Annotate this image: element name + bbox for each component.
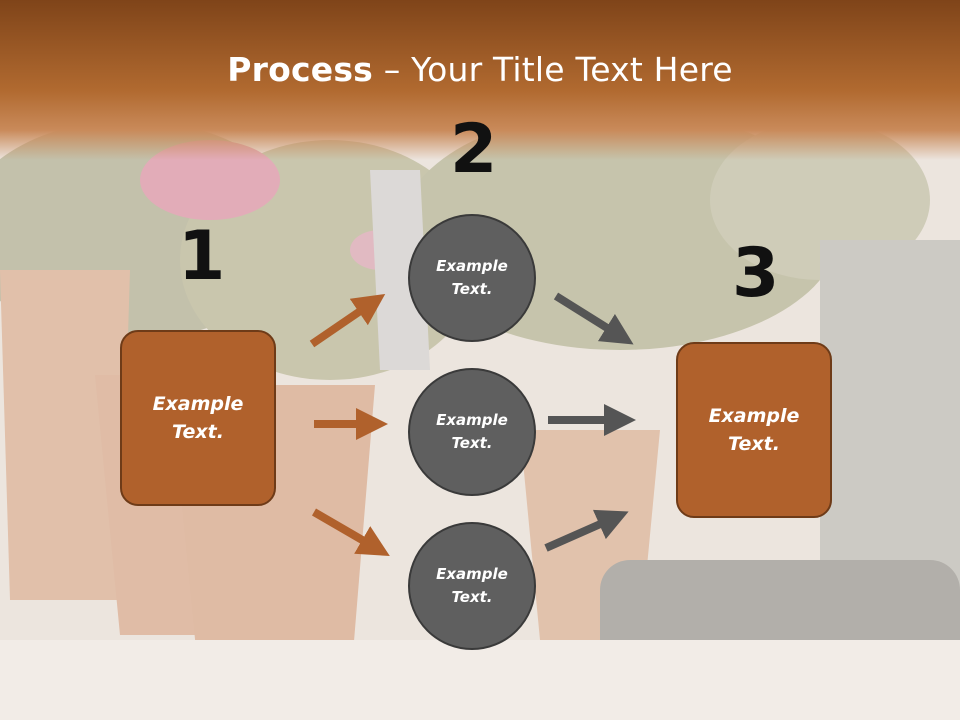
arrow-box-to-circle3 <box>311 508 390 557</box>
left-box-text: Example Text. <box>152 392 244 444</box>
arrow-circle1-to-box <box>553 292 634 345</box>
title-rest: – Your Title Text Here <box>373 50 733 89</box>
circle-2: Example Text. <box>408 368 536 496</box>
circle-1-text: Example Text. <box>436 256 508 298</box>
right-box: Example Text. <box>676 342 832 518</box>
title-bold: Process <box>227 50 374 89</box>
right-box-text: Example Text. <box>708 404 800 456</box>
left-box: Example Text. <box>120 330 276 506</box>
circle-3: Example Text. <box>408 522 536 650</box>
step-number-3: 3 <box>732 234 780 313</box>
slide-title: Process – Your Title Text Here <box>0 50 960 89</box>
circle-2-text: Example Text. <box>436 410 508 452</box>
step-number-2: 2 <box>450 110 498 189</box>
arrow-box-to-circle1 <box>309 293 386 348</box>
circle-3-text: Example Text. <box>436 564 508 606</box>
arrow-circle3-to-box <box>544 509 629 552</box>
step-number-1: 1 <box>178 217 226 296</box>
circle-1: Example Text. <box>408 214 536 342</box>
